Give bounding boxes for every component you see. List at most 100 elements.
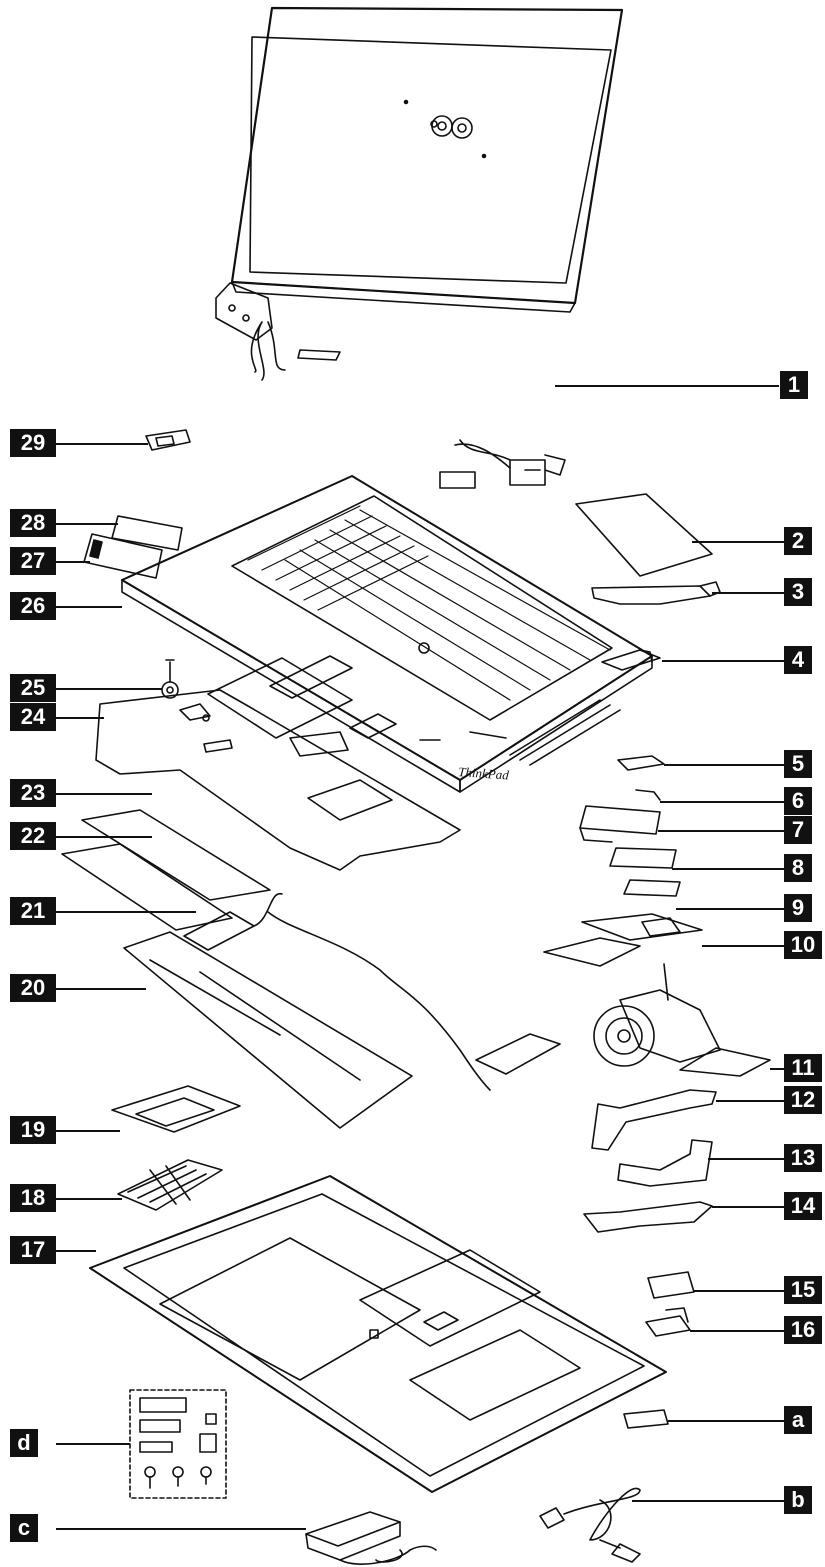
leader-21: [56, 911, 196, 913]
leader-20: [56, 988, 146, 990]
leader-4: [662, 660, 784, 662]
leader-28: [56, 523, 118, 525]
leader-14: [712, 1206, 784, 1208]
part-dongle-a: [623, 1409, 669, 1429]
part-keyboard-bezel: [121, 475, 653, 793]
leader-9: [676, 908, 784, 910]
leader-25: [56, 688, 162, 690]
callout-29: 29: [10, 429, 56, 457]
part-card-reader: [111, 1085, 241, 1133]
part-battery: [123, 931, 413, 1129]
leader-18: [56, 1198, 122, 1200]
leader-d: [56, 1443, 130, 1445]
leader-3: [712, 592, 784, 594]
callout-2: 2: [784, 527, 812, 555]
callout-6: 6: [784, 787, 812, 815]
part-base-cover: [89, 1175, 667, 1493]
part-system-board: [95, 689, 461, 871]
part-cable-14: [583, 1201, 713, 1233]
part-clip-6: [635, 789, 661, 801]
part-memory: [117, 1159, 223, 1211]
callout-21: 21: [10, 897, 56, 925]
part-thermal-fan: [543, 937, 771, 1077]
leader-29: [56, 443, 148, 445]
callout-11: 11: [784, 1054, 822, 1082]
leader-15: [694, 1290, 784, 1292]
leader-8: [672, 868, 784, 870]
callout-22: 22: [10, 822, 56, 850]
leader-6: [660, 801, 784, 803]
callout-12: 12: [784, 1086, 822, 1114]
part-ssd: [83, 533, 163, 579]
callout-4: 4: [784, 646, 812, 674]
leader-b: [632, 1500, 784, 1502]
part-bracket-15: [647, 1271, 695, 1299]
callout-8: 8: [784, 854, 812, 882]
callout-14: 14: [784, 1192, 822, 1220]
callout-b: b: [784, 1486, 812, 1514]
callout-24: 24: [10, 703, 56, 731]
part-touchpad-cable: [591, 581, 721, 605]
leader-19: [56, 1130, 120, 1132]
part-bracket-5: [617, 755, 665, 771]
part-ssd-shield: [111, 515, 183, 551]
leader-23: [56, 793, 152, 795]
callout-25: 25: [10, 674, 56, 702]
part-wlan-card: [579, 805, 661, 843]
thinkpad-logo: ThinkPad: [458, 764, 510, 783]
callout-26: 26: [10, 592, 56, 620]
leader-16: [690, 1330, 784, 1332]
part-board-shield-2: [61, 843, 233, 931]
callout-17: 17: [10, 1236, 56, 1264]
callout-1: 1: [780, 371, 808, 399]
callout-a: a: [784, 1406, 812, 1434]
part-power-cord: [539, 1487, 641, 1563]
callout-15: 15: [784, 1276, 822, 1304]
leader-13: [708, 1158, 784, 1160]
part-misc-kit: [129, 1389, 227, 1499]
part-bracket-4: [601, 649, 661, 671]
callout-c: c: [10, 1514, 38, 1542]
callout-23: 23: [10, 779, 56, 807]
callout-20: 20: [10, 974, 56, 1002]
leader-10: [702, 945, 784, 947]
callout-16: 16: [784, 1316, 822, 1344]
part-usb-board: [581, 913, 703, 941]
part-cable-12: [591, 1089, 717, 1151]
leader-1: [555, 385, 779, 387]
part-pad-9: [623, 879, 681, 897]
callout-9: 9: [784, 894, 812, 922]
callout-18: 18: [10, 1184, 56, 1212]
part-cover-16: [645, 1307, 691, 1337]
callout-13: 13: [784, 1144, 822, 1172]
part-wwan-card: [609, 847, 677, 869]
leader-24: [56, 717, 104, 719]
callout-d: d: [10, 1429, 38, 1457]
leader-c: [56, 1528, 306, 1530]
leader-26: [56, 606, 122, 608]
leader-11: [770, 1068, 784, 1070]
part-lcd-assembly: [215, 6, 624, 489]
leader-27: [56, 561, 90, 563]
part-cable-13: [617, 1139, 713, 1187]
callout-10: 10: [784, 931, 822, 959]
leader-7: [658, 830, 784, 832]
leader-2: [692, 541, 784, 543]
part-coin-cell: [161, 659, 179, 699]
callout-19: 19: [10, 1116, 56, 1144]
leader-a: [668, 1420, 784, 1422]
callout-7: 7: [784, 816, 812, 844]
leader-12: [716, 1100, 784, 1102]
part-ac-adapter: [305, 1511, 437, 1565]
part-touchpad: [575, 493, 713, 577]
callout-5: 5: [784, 750, 812, 778]
callout-28: 28: [10, 509, 56, 537]
callout-3: 3: [784, 578, 812, 606]
leader-17: [56, 1250, 96, 1252]
callout-27: 27: [10, 547, 56, 575]
part-speaker: [183, 893, 561, 1091]
part-sim-tray: [145, 429, 191, 451]
leader-5: [664, 764, 784, 766]
